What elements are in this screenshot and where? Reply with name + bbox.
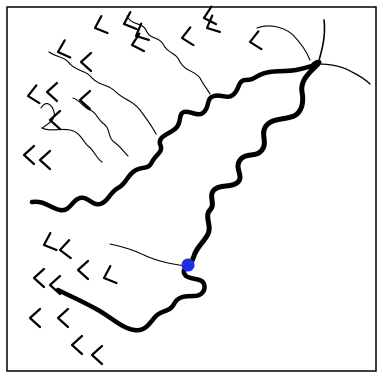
chevron-marker xyxy=(134,22,150,42)
hatch-markers xyxy=(22,5,263,366)
chevron-marker xyxy=(76,259,90,281)
tributary-east xyxy=(317,63,371,85)
tributary-west-1 xyxy=(72,97,129,157)
chevron-marker xyxy=(22,144,36,166)
chevron-marker xyxy=(90,344,104,366)
location-dot[interactable] xyxy=(181,258,195,272)
chevron-marker xyxy=(26,84,41,105)
fine-tributaries xyxy=(40,15,311,267)
tributary-southwest xyxy=(109,243,187,267)
chevron-marker xyxy=(38,149,52,171)
south-branch-river xyxy=(55,263,207,333)
chevron-marker xyxy=(58,239,72,260)
chevron-marker xyxy=(32,267,46,289)
chevron-marker xyxy=(56,39,72,59)
chevron-marker xyxy=(28,307,42,329)
chevron-marker xyxy=(42,232,58,252)
confluence-node xyxy=(310,59,322,69)
chevron-marker xyxy=(48,109,62,131)
tributary-west-2 xyxy=(40,103,103,163)
chevron-marker xyxy=(56,307,70,329)
chevron-marker xyxy=(79,51,93,73)
chevron-marker xyxy=(130,32,146,53)
chevron-marker xyxy=(202,5,218,26)
main-river xyxy=(185,61,321,269)
chevron-marker xyxy=(70,334,84,356)
chevron-marker xyxy=(248,30,263,51)
chevron-marker xyxy=(180,26,195,47)
chevron-marker xyxy=(122,11,138,31)
chevron-marker xyxy=(102,265,118,285)
west-branch-river xyxy=(29,61,321,213)
tributary-northeast xyxy=(256,25,311,61)
chevron-marker xyxy=(205,14,221,34)
chevron-marker xyxy=(93,15,109,35)
tributary-north-2 xyxy=(48,51,157,135)
chevron-marker xyxy=(45,81,59,103)
tributary-north-1 xyxy=(126,15,211,95)
thick-tributaries xyxy=(29,61,321,333)
chevron-marker xyxy=(78,89,92,111)
